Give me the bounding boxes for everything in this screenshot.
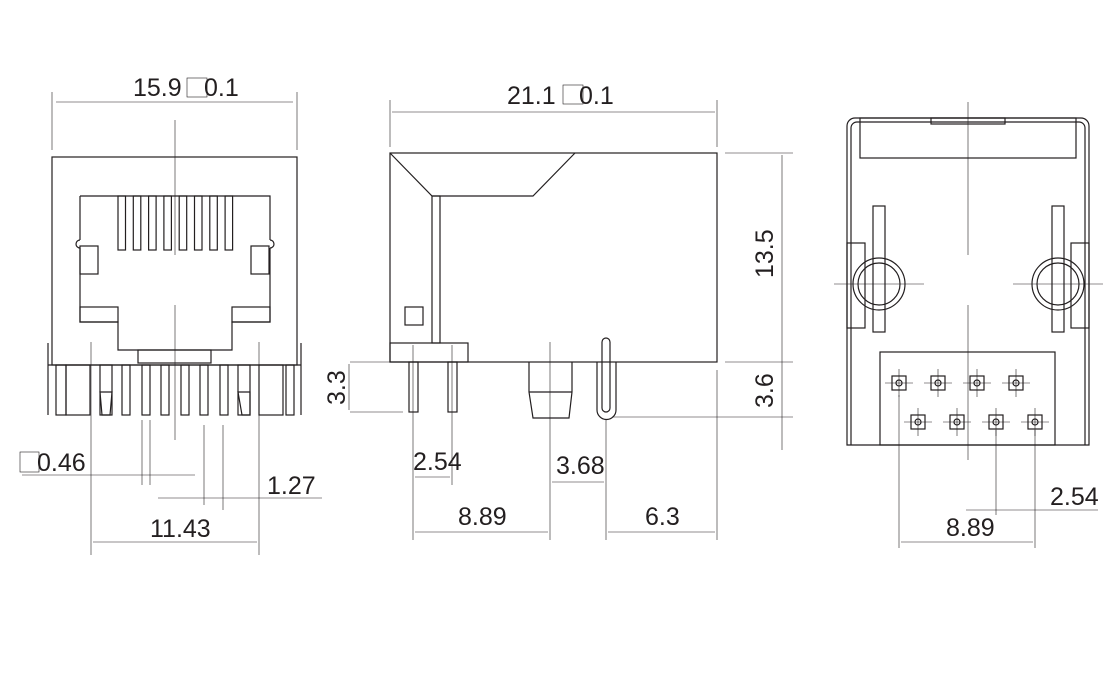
rear-view: 2.54 8.89	[834, 102, 1103, 548]
shield-pin	[596, 337, 617, 421]
contact-slot	[193, 195, 203, 251]
length-tol: 0.1	[579, 82, 614, 110]
contact-slot	[132, 195, 142, 251]
shield-pin-label: 3.6	[751, 373, 779, 408]
pin-hole	[1027, 414, 1043, 430]
contact-slot	[209, 195, 218, 251]
front-pin	[141, 364, 151, 416]
pin-to-peg-label: 8.89	[458, 503, 507, 531]
pin-pitch-label: 1.27	[267, 472, 316, 500]
front-pin	[258, 364, 284, 416]
front-pin	[65, 364, 91, 416]
pin-hole	[930, 375, 946, 391]
contact-slot	[178, 195, 188, 251]
pin-length-label: 3.3	[323, 370, 351, 405]
pin-hole	[988, 414, 1004, 430]
contact-slot	[148, 195, 157, 251]
pin-span-label: 11.43	[150, 515, 211, 543]
row-pitch-label: 2.54	[1050, 483, 1099, 511]
board-peg	[528, 362, 573, 419]
contact-slot	[224, 195, 234, 251]
rear-body	[846, 117, 1090, 446]
width-label: 15.9	[133, 74, 182, 102]
front-pin	[55, 364, 67, 416]
peg-offset-label: 3.68	[556, 452, 605, 480]
front-view: 15.9 0.1 0.46 1.27 11.43	[19, 74, 322, 555]
front-pin	[237, 364, 251, 416]
contact-slots	[117, 195, 234, 251]
front-pin	[160, 364, 170, 416]
front-body	[51, 156, 298, 366]
front-pin	[180, 364, 190, 416]
led-window	[404, 306, 424, 326]
contact-slot	[163, 195, 172, 251]
pin-width-label: 0.46	[37, 449, 86, 477]
side-pin	[447, 361, 458, 413]
contact-slot	[117, 195, 127, 251]
pitch-label: 2.54	[413, 448, 462, 476]
pin-hole	[969, 375, 985, 391]
plusminus-box	[186, 77, 208, 98]
front-pin	[285, 364, 295, 416]
pin-hole	[1008, 375, 1024, 391]
pin-hole	[891, 375, 907, 391]
side-view: 21.1 0.1 13.5 3.6 3.3 2.54 3.68 8.89 6.3	[323, 82, 793, 540]
front-pin	[199, 364, 209, 416]
pin-holes	[885, 369, 1049, 436]
front-pins	[48, 364, 301, 416]
side-pin	[408, 361, 419, 413]
pin-hole	[949, 414, 965, 430]
pin-block	[879, 351, 1056, 446]
width-tol: 0.1	[204, 74, 239, 102]
pin-hole	[910, 414, 926, 430]
height-label: 13.5	[751, 229, 779, 278]
row-span-label: 8.89	[946, 514, 995, 542]
front-pin	[219, 364, 229, 416]
length-label: 21.1	[507, 82, 556, 110]
front-pin	[121, 364, 131, 416]
side-body	[389, 152, 718, 363]
peg-to-end-label: 6.3	[645, 503, 680, 531]
latch	[137, 349, 212, 364]
